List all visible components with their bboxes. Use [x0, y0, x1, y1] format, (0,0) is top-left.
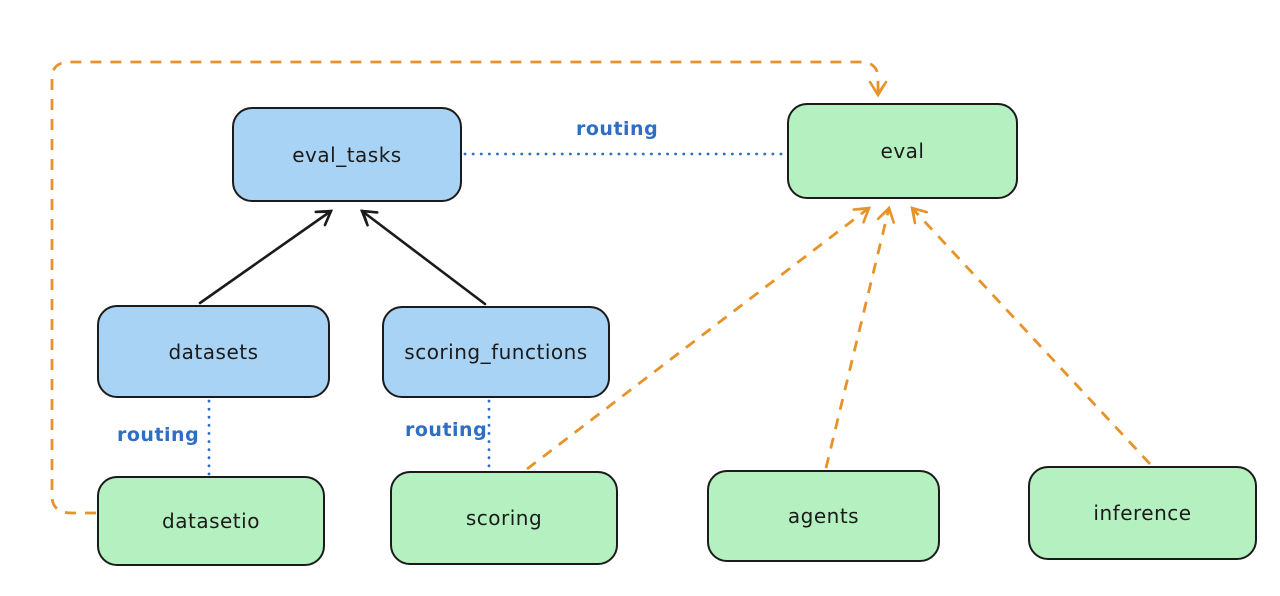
node-scoring-functions-label: scoring_functions — [404, 340, 588, 364]
node-datasetio: datasetio — [97, 476, 325, 566]
node-scoring: scoring — [390, 471, 618, 565]
node-eval: eval — [787, 103, 1018, 199]
edge-scoring-functions-to-eval-tasks — [360, 209, 487, 306]
edge-datasets-to-eval-tasks — [198, 209, 334, 305]
node-datasets: datasets — [97, 305, 330, 398]
edge-label-routing-datasets-datasetio: routing — [117, 424, 200, 446]
node-eval-tasks-label: eval_tasks — [292, 142, 402, 167]
edge-label-routing-eval-tasks-eval: routing — [576, 118, 659, 140]
node-inference: inference — [1028, 466, 1257, 560]
edge-agents-to-eval — [824, 205, 896, 469]
node-eval-tasks: eval_tasks — [232, 107, 462, 202]
node-eval-label: eval — [880, 139, 925, 163]
edge-label-routing-scoring-functions-scoring: routing — [405, 419, 488, 441]
node-datasetio-label: datasetio — [162, 509, 260, 533]
edge-datasetio-to-eval — [50, 60, 888, 515]
node-agents: agents — [707, 470, 940, 562]
node-inference-label: inference — [1093, 501, 1192, 525]
node-agents-label: agents — [787, 504, 860, 528]
edge-inference-to-eval — [910, 206, 1152, 465]
node-scoring-functions: scoring_functions — [382, 306, 610, 398]
node-scoring-label: scoring — [465, 506, 543, 530]
node-datasets-label: datasets — [168, 339, 259, 364]
